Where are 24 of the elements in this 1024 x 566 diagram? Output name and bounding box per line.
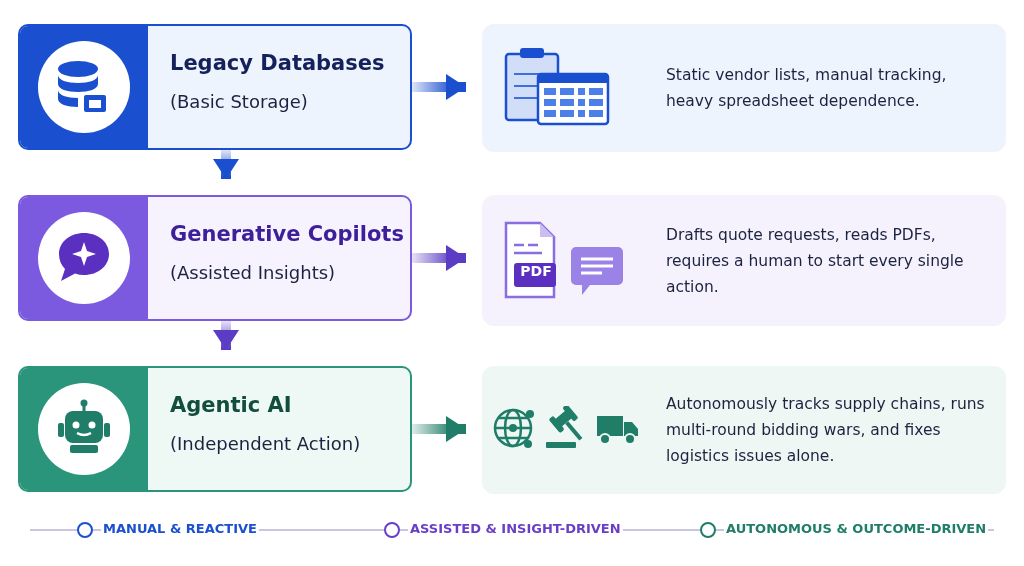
stage-subtitle: (Basic Storage) — [170, 91, 308, 112]
arrow — [412, 245, 466, 271]
stage-title: Agentic AI — [170, 393, 292, 417]
description-card — [482, 366, 1006, 494]
arrow — [213, 150, 239, 179]
description-text: Static vendor lists, manual tracking, heavy spreadsheet dependence. — [666, 65, 948, 112]
description-card — [482, 195, 1006, 326]
arrow — [412, 74, 466, 100]
arrow — [213, 321, 239, 350]
timeline-label: AUTONOMOUS & OUTCOME-DRIVEN — [724, 521, 989, 536]
description-text: Autonomously tracks supply chains, runs multi-round bidding wars, and fixes logistics issues alone. — [666, 394, 986, 467]
stage-card — [18, 366, 412, 492]
stage-title: Generative Copilots — [170, 222, 404, 246]
stage-subtitle: (Assisted Insights) — [170, 262, 336, 283]
timeline-label: MANUAL & REACTIVE — [101, 521, 259, 536]
stage-title: Legacy Databases — [170, 51, 385, 75]
description-text: Drafts quote requests, reads PDFs, requires a human to start every single action. — [666, 224, 965, 298]
badge-label: PDF — [519, 263, 553, 279]
timeline-label: ASSISTED & INSIGHT-DRIVEN — [408, 521, 623, 536]
stage-subtitle: (Independent Action) — [170, 433, 361, 454]
arrow — [412, 416, 466, 442]
description-card — [482, 24, 1006, 152]
stage-card — [18, 24, 412, 150]
stage-card — [18, 195, 412, 321]
